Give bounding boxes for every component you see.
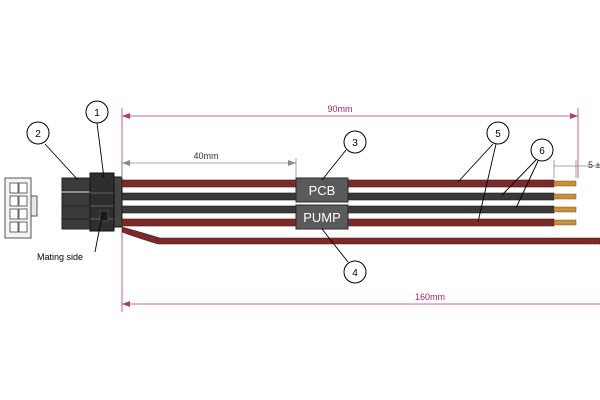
mating-side-text: Mating side xyxy=(37,252,83,262)
svg-text:2: 2 xyxy=(35,129,41,140)
connector-housing xyxy=(61,172,123,232)
dimension-160mm-text: 160mm xyxy=(415,292,445,302)
stripped-wire-ends xyxy=(553,180,577,226)
pcb-label-sleeve xyxy=(295,177,349,203)
pump-label: PUMP xyxy=(303,210,341,225)
pcb-label: PCB xyxy=(309,183,336,198)
balloon-1: 1 xyxy=(85,100,109,179)
balloon-6: 6 xyxy=(501,138,554,209)
balloon-3: 3 xyxy=(321,130,367,181)
dimension-40mm: 40mm xyxy=(121,151,297,178)
svg-text:3: 3 xyxy=(352,138,358,149)
label-sleeves: PCB PUMP xyxy=(295,177,349,230)
connector-face-view xyxy=(4,177,38,239)
svg-text:5: 5 xyxy=(495,129,501,140)
svg-text:4: 4 xyxy=(352,268,358,279)
wires xyxy=(121,179,600,245)
dimension-40mm-text: 40mm xyxy=(193,151,218,161)
dimension-strip-text: 5 ± xyxy=(588,160,600,170)
dimension-strip: 5 ± xyxy=(553,160,600,178)
svg-text:1: 1 xyxy=(94,108,100,119)
dimension-160mm: 160mm xyxy=(121,232,600,312)
balloon-5: 5 xyxy=(457,121,510,223)
balloon-2: 2 xyxy=(26,121,79,181)
dimension-90mm-text: 90mm xyxy=(327,104,352,114)
mating-side-note: Mating side xyxy=(37,215,103,262)
svg-text:6: 6 xyxy=(539,146,545,157)
balloon-4: 4 xyxy=(321,228,367,284)
wire-red-long xyxy=(121,226,600,245)
